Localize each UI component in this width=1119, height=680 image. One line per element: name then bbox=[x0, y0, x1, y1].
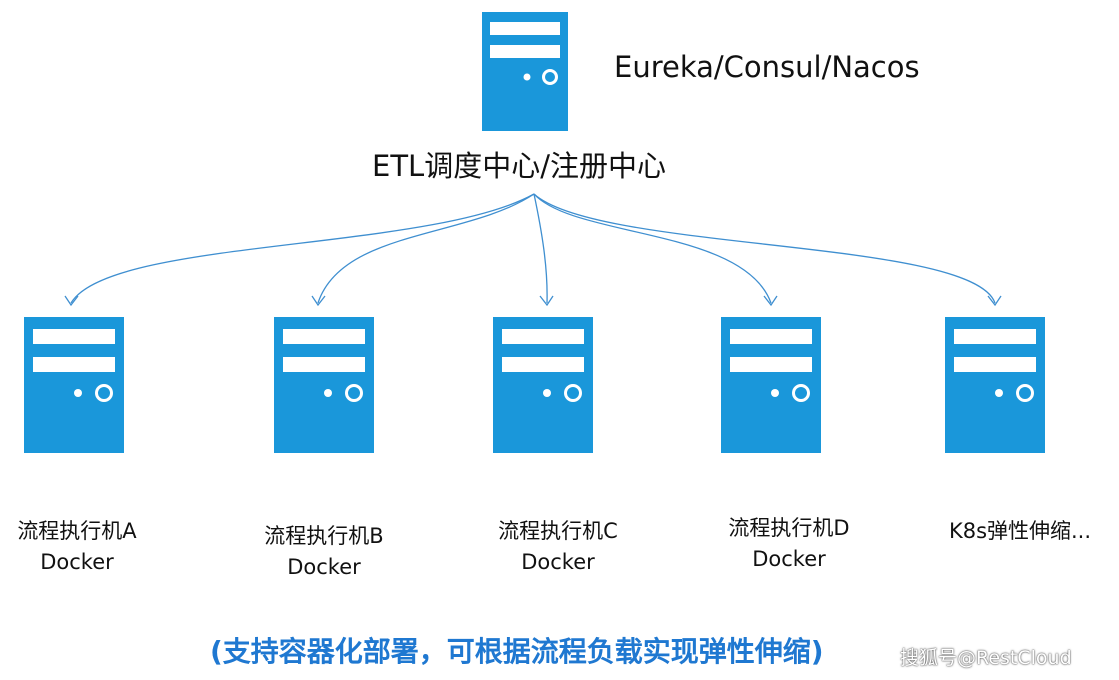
worker-c-runtime: Docker bbox=[521, 550, 595, 574]
worker-k8s-server-icon bbox=[945, 317, 1045, 453]
edge-to-worker-c bbox=[533, 193, 548, 304]
worker-c-label: 流程执行机C Docker bbox=[458, 516, 658, 578]
worker-d-name: 流程执行机D bbox=[728, 516, 850, 540]
worker-d-server-icon bbox=[721, 317, 821, 453]
edge-to-worker-b bbox=[317, 193, 535, 304]
worker-c-server-icon bbox=[493, 317, 593, 453]
arrowhead-worker-d bbox=[763, 295, 778, 307]
worker-b-runtime: Docker bbox=[287, 555, 361, 579]
worker-b-label: 流程执行机B Docker bbox=[224, 521, 424, 583]
worker-b-server-icon bbox=[274, 317, 374, 453]
arrowhead-worker-a bbox=[64, 295, 79, 307]
worker-a-name: 流程执行机A bbox=[17, 519, 137, 543]
registry-label: Eureka/Consul/Nacos bbox=[614, 50, 920, 84]
center-label: ETL调度中心/注册中心 bbox=[372, 149, 666, 183]
connector-edges bbox=[64, 193, 1002, 307]
caption: (支持容器化部署，可根据流程负载实现弹性伸缩) bbox=[210, 635, 824, 668]
worker-k8s-label: K8s弹性伸缩... bbox=[920, 516, 1119, 547]
arrowhead-worker-b bbox=[311, 295, 326, 307]
edge-to-worker-a bbox=[70, 193, 535, 304]
arrowhead-worker-c bbox=[539, 295, 554, 307]
worker-c-name: 流程执行机C bbox=[498, 519, 618, 543]
arrowhead-worker-k8s bbox=[987, 295, 1002, 307]
worker-a-runtime: Docker bbox=[40, 550, 114, 574]
worker-d-runtime: Docker bbox=[752, 547, 826, 571]
worker-d-label: 流程执行机D Docker bbox=[689, 513, 889, 575]
worker-k8s-name: K8s弹性伸缩... bbox=[948, 519, 1092, 543]
worker-a-server-icon bbox=[24, 317, 124, 453]
worker-b-name: 流程执行机B bbox=[264, 524, 384, 548]
edge-to-worker-d bbox=[533, 193, 772, 304]
worker-a-label: 流程执行机A Docker bbox=[0, 516, 177, 578]
center-server-icon bbox=[482, 12, 568, 131]
edge-to-worker-k8s bbox=[533, 193, 996, 304]
watermark: 搜狐号@RestCloud bbox=[900, 647, 1072, 669]
